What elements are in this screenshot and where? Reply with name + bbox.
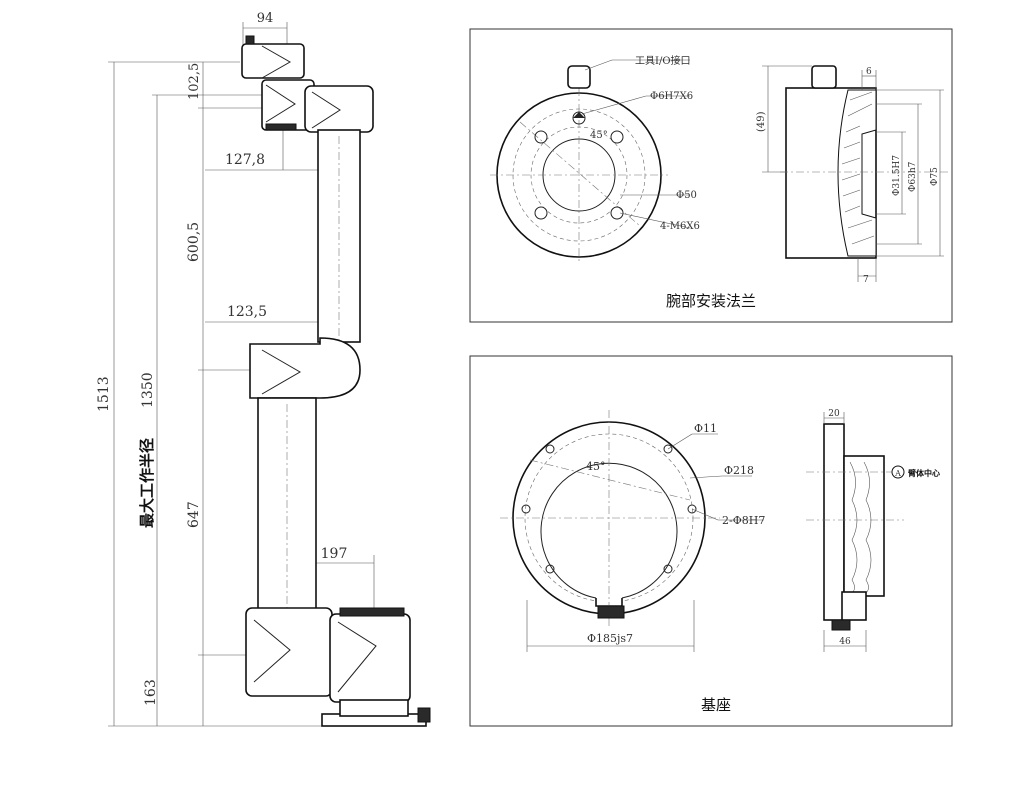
- robot-arm-view: 94 102,5 127,8 600,5 123,5 1513 1350 最大工…: [96, 11, 431, 727]
- d7-label: 7: [863, 275, 869, 285]
- dim-163: 163: [143, 679, 159, 706]
- d218-label: Φ218: [724, 464, 754, 477]
- reach-label: 最大工作半径: [138, 438, 156, 528]
- base-joint: [329, 613, 411, 703]
- d6-label: 6: [866, 67, 872, 77]
- pin-hole-label: Φ6H7X6: [650, 91, 693, 102]
- flange-angle-label: 45°: [590, 130, 608, 141]
- h49-label: (49): [756, 111, 767, 132]
- d75-label: Φ75: [930, 167, 940, 186]
- pins-label: 2-Φ8H7: [722, 514, 765, 527]
- wrist-flange-panel: 工具I/O接口 Φ6H7X6 45° Φ50 4-M6X6 (49) 6 Φ31…: [469, 28, 953, 323]
- shoulder-joint: [245, 607, 333, 697]
- wrist3-joint: [241, 43, 305, 79]
- base-panel: Φ11 45° Φ218 2-Φ8H7 Φ185js7 A 臂体中心 20 46…: [469, 355, 953, 727]
- wrist-flange-frame: [469, 28, 953, 323]
- dim-123-5: 123,5: [227, 304, 267, 320]
- base-side-view: [823, 423, 845, 621]
- center-marker: A: [894, 469, 901, 478]
- dim-197: 197: [321, 546, 348, 562]
- thread-label: 4-M6X6: [660, 221, 700, 232]
- dim-94: 94: [257, 11, 274, 26]
- d46-label: 46: [839, 637, 851, 647]
- arm-center-label: 臂体中心: [908, 468, 940, 478]
- d31-5-label: Φ31.5H7: [892, 155, 902, 196]
- base-frame: [469, 355, 953, 727]
- dim-647: 647: [186, 501, 202, 528]
- d63-label: Φ63h7: [908, 161, 918, 192]
- d20-label: 20: [828, 409, 840, 419]
- pcd-label: Φ50: [676, 190, 697, 201]
- base-caption: 基座: [701, 696, 731, 714]
- tool-io-label: 工具I/O接口: [635, 54, 691, 67]
- wrist-flange-caption: 腕部安装法兰: [666, 292, 756, 310]
- dim-1513: 1513: [96, 376, 112, 412]
- d11-label: Φ11: [694, 422, 717, 435]
- base-angle-label: 45°: [586, 460, 606, 473]
- dim-127-8: 127,8: [225, 152, 265, 168]
- dim-1350: 1350: [140, 372, 156, 408]
- dim-600-5: 600,5: [186, 222, 202, 262]
- dim-102-5: 102,5: [187, 63, 202, 100]
- d185-label: Φ185js7: [587, 632, 633, 645]
- elbow-joint: [249, 337, 361, 399]
